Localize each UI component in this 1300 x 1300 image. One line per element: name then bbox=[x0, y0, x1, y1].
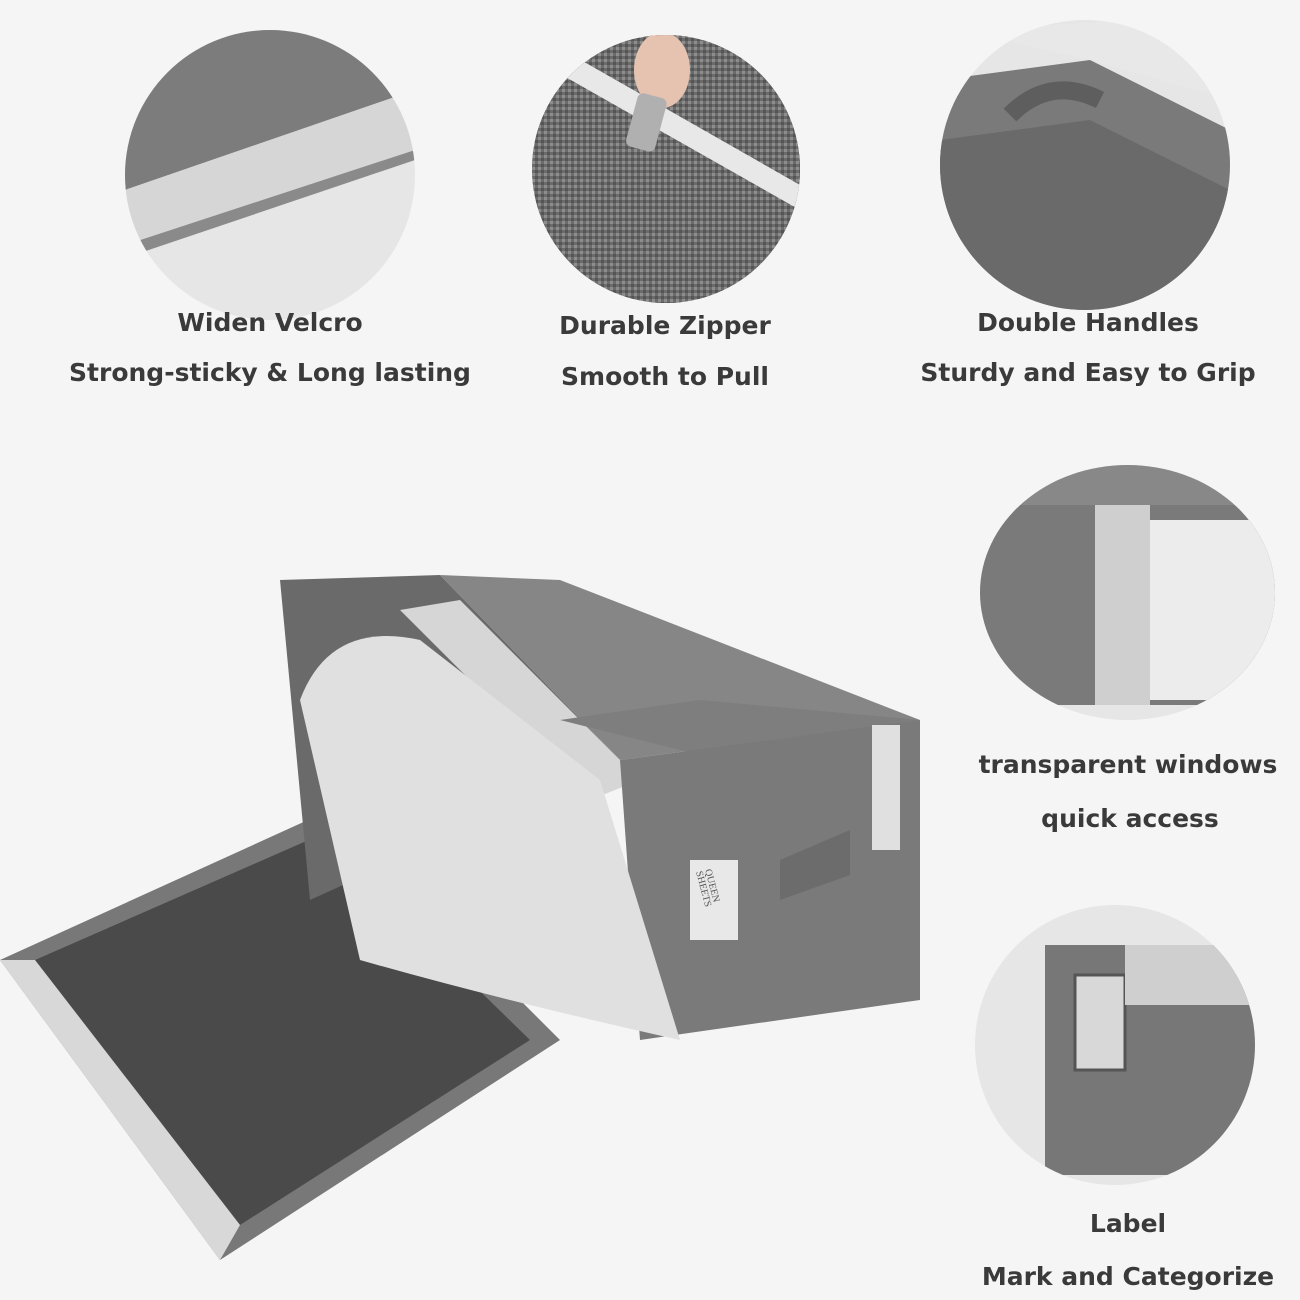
velcro-illustration bbox=[125, 30, 415, 258]
handle-detail-image bbox=[940, 20, 1230, 310]
feature-title-label: Label bbox=[1089, 1209, 1167, 1238]
feature-title-velcro: Widen Velcro bbox=[177, 308, 363, 337]
product-label-tag bbox=[690, 860, 738, 940]
feature-subtitle-handles: Sturdy and Easy to Grip bbox=[920, 358, 1256, 387]
handle-illustration bbox=[940, 20, 1230, 310]
window-illustration bbox=[980, 465, 1275, 705]
feature-title-window: transparent windows bbox=[978, 750, 1278, 779]
feature-subtitle-label: Mark and Categorize bbox=[981, 1262, 1275, 1291]
zipper-illustration bbox=[532, 35, 800, 303]
feature-title-handles: Double Handles bbox=[977, 308, 1199, 337]
feature-subtitle-window: quick access bbox=[1041, 804, 1219, 833]
zipper-detail-image bbox=[532, 35, 800, 303]
window-detail-image bbox=[980, 465, 1275, 720]
box-front bbox=[620, 720, 920, 1040]
feature-subtitle-velcro: Strong-sticky & Long lasting bbox=[69, 358, 471, 387]
feature-title-zipper: Durable Zipper bbox=[559, 311, 771, 340]
folded-sheets bbox=[300, 636, 680, 1040]
storage-bag-main-image: QUEEN SHEETS bbox=[0, 575, 920, 1260]
velcro-detail-image bbox=[125, 30, 415, 320]
side-handle bbox=[780, 830, 850, 900]
label-illustration bbox=[1045, 945, 1255, 1175]
label-detail-image bbox=[975, 905, 1255, 1185]
feature-subtitle-zipper: Smooth to Pull bbox=[561, 362, 769, 391]
velcro-strip bbox=[400, 600, 640, 800]
